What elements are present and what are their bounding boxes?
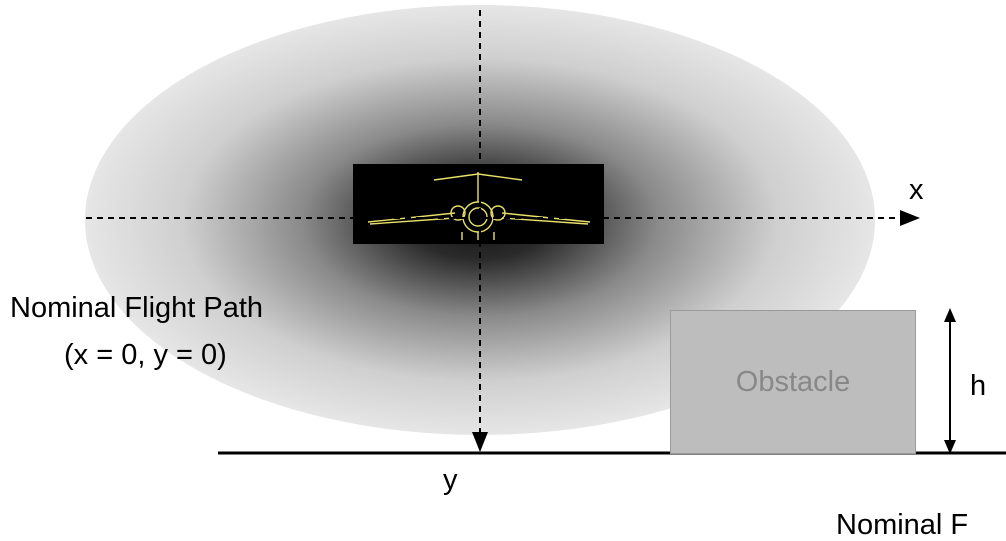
nominal-flight-path-coords: (x = 0, y = 0) [64, 339, 227, 371]
nominal-surface-label: Nominal F [836, 509, 969, 541]
nominal-flight-path-label: Nominal Flight Path [10, 292, 264, 324]
x-axis-arrowhead [900, 210, 920, 226]
height-label: h [970, 370, 987, 402]
height-arrow-bottom [944, 440, 956, 454]
height-arrow-top [944, 308, 956, 322]
y-axis-arrowhead [472, 432, 488, 452]
x-axis-label: x [909, 174, 924, 206]
obstacle-box: Obstacle [670, 310, 916, 454]
y-axis-label: y [443, 464, 458, 496]
obstacle-label: Obstacle [735, 365, 851, 398]
flight-path-diagram: Obstacle Nominal Flight Path (x = 0, y =… [10, 5, 1006, 540]
aircraft-front-view-icon [353, 164, 604, 244]
